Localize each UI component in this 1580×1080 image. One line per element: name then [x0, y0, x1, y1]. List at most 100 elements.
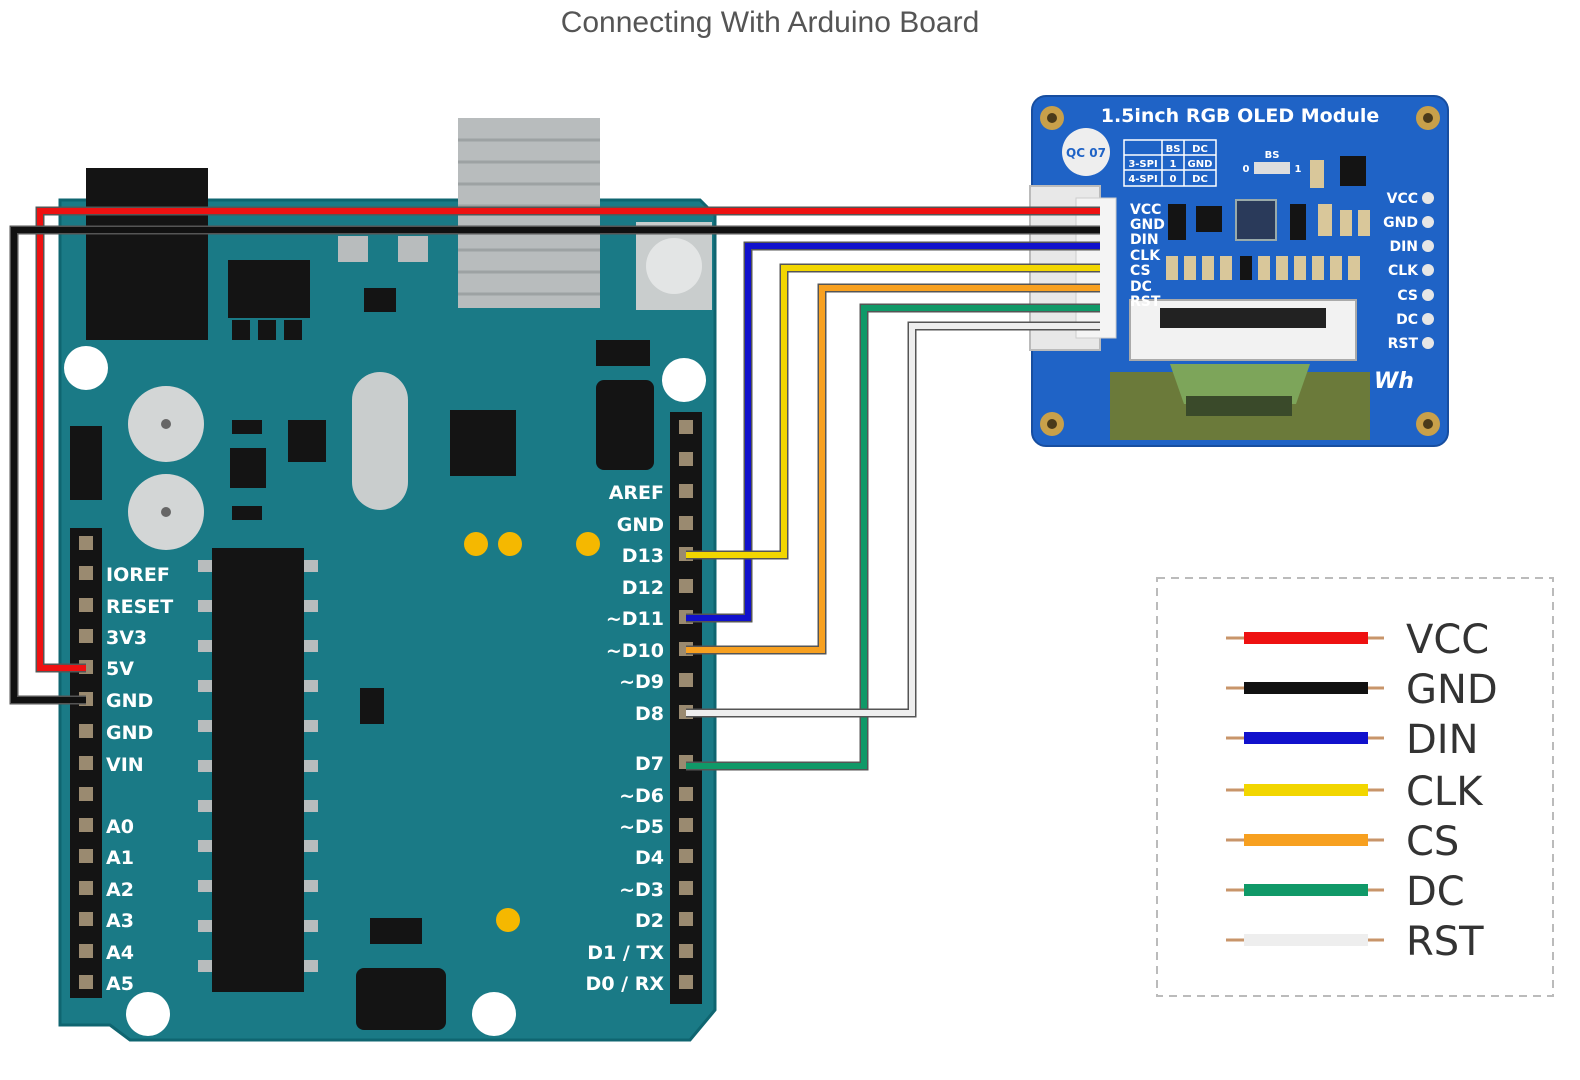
oled-connector-label: VCC	[1130, 202, 1161, 218]
oled-side-pin	[1422, 192, 1434, 204]
table-r2c0: 4-SPI	[1128, 174, 1157, 185]
oled-connector-label: DC	[1130, 279, 1152, 295]
left-pin-pad	[79, 724, 93, 738]
left-pin-pad	[79, 881, 93, 895]
oled-side-pin-label: RST	[1388, 336, 1419, 352]
atmega-chip	[212, 548, 304, 992]
mounting-hole	[126, 992, 170, 1036]
wire-din	[686, 243, 1100, 621]
table-h2: DC	[1192, 144, 1208, 155]
led	[576, 532, 600, 556]
legend-swatch-din	[1244, 732, 1368, 744]
oled-side-pin-label: GND	[1383, 215, 1418, 231]
oled-title: 1.5inch RGB OLED Module	[1101, 105, 1380, 127]
legend-swatch-gnd	[1244, 682, 1368, 694]
left-pin-pad	[79, 912, 93, 926]
right-pin-label: ~D3	[619, 879, 664, 901]
bs-jumper	[1254, 162, 1290, 174]
legend-label: DIN	[1406, 717, 1479, 763]
oled-side-pin	[1422, 264, 1434, 276]
right-pin-pad	[679, 881, 693, 895]
left-pin-label: A3	[106, 910, 134, 932]
left-pin-label: A2	[106, 879, 134, 901]
table-h1: BS	[1166, 144, 1181, 155]
right-pin-label: ~D11	[606, 608, 664, 630]
wire-clk	[686, 265, 1100, 558]
legend-swatch-dc	[1244, 884, 1368, 896]
oled-connector-label: CLK	[1130, 248, 1161, 264]
mounting-hole	[64, 346, 108, 390]
right-pin-label: ~D5	[619, 816, 664, 838]
oled-side-pin	[1422, 337, 1434, 349]
left-pin-pad	[79, 598, 93, 612]
right-pin-label: D4	[635, 847, 664, 869]
right-pin-pad	[679, 420, 693, 434]
led	[498, 532, 522, 556]
bs-label: BS	[1265, 150, 1280, 161]
legend-swatch-clk	[1244, 784, 1368, 796]
left-pin-label: IOREF	[106, 564, 170, 586]
oled-side-pin-label: DC	[1396, 312, 1418, 328]
right-pin-label: D2	[635, 910, 664, 932]
left-pin-label: A1	[106, 847, 134, 869]
wires	[9, 206, 1100, 771]
wire-dc	[686, 305, 1100, 769]
diagram-title: Connecting With Arduino Board	[560, 6, 980, 39]
icsp-header	[356, 968, 446, 1030]
oled-side-pin	[1422, 289, 1434, 301]
wire-rst	[686, 323, 1100, 716]
right-pin-label: ~D6	[619, 785, 664, 807]
right-pin-pad	[679, 579, 693, 593]
power-jack	[86, 168, 208, 340]
crystal	[352, 372, 408, 510]
right-pin-pad	[679, 944, 693, 958]
bs-left: 0	[1243, 164, 1250, 175]
oled-connector-label: CS	[1130, 263, 1151, 279]
right-pin-pad	[679, 516, 693, 530]
right-pin-pad	[679, 787, 693, 801]
right-pin-label: D1 / TX	[587, 942, 664, 964]
oled-connector-label: RST	[1130, 294, 1161, 310]
table-r2c2: DC	[1192, 174, 1208, 185]
oled-side-pin-label: CS	[1397, 288, 1418, 304]
right-pin-pad	[679, 673, 693, 687]
left-pin-pad	[79, 975, 93, 989]
mounting-hole	[662, 358, 706, 402]
led	[464, 532, 488, 556]
right-pin-label: D13	[622, 545, 664, 567]
oled-side-pin	[1422, 216, 1434, 228]
left-pin-label: A4	[106, 942, 134, 964]
left-pin-label: VIN	[106, 754, 144, 776]
legend-label: CLK	[1406, 769, 1484, 815]
right-pin-pad	[679, 452, 693, 466]
left-pin-label: RESET	[106, 596, 173, 618]
wire-gnd	[11, 227, 1100, 703]
left-pin-pad	[79, 566, 93, 580]
legend-label: CS	[1406, 819, 1459, 865]
oled-side-pin-label: DIN	[1389, 239, 1418, 255]
wire-vcc	[37, 208, 1100, 671]
oled-side-pin-label: CLK	[1388, 263, 1419, 279]
right-pin-label: AREF	[609, 482, 664, 504]
legend-swatch-vcc	[1244, 632, 1368, 644]
icsp-header	[596, 380, 654, 470]
legend-swatch-cs	[1244, 834, 1368, 846]
right-pin-pad	[679, 484, 693, 498]
table-r1c1: 1	[1170, 159, 1177, 170]
right-pin-label: ~D10	[606, 640, 664, 662]
left-pin-label: 5V	[106, 658, 134, 680]
qc-sticker	[1062, 128, 1110, 176]
right-pin-label: D7	[635, 753, 664, 775]
right-pin-pad	[679, 849, 693, 863]
left-pin-label: A5	[106, 973, 134, 995]
legend-label: DC	[1406, 869, 1465, 915]
left-pin-pad	[79, 849, 93, 863]
right-pin-pad	[679, 912, 693, 926]
left-pin-label: GND	[106, 722, 153, 744]
right-pin-label: ~D9	[619, 671, 664, 693]
left-pin-label: 3V3	[106, 627, 147, 649]
table-r2c1: 0	[1170, 174, 1177, 185]
